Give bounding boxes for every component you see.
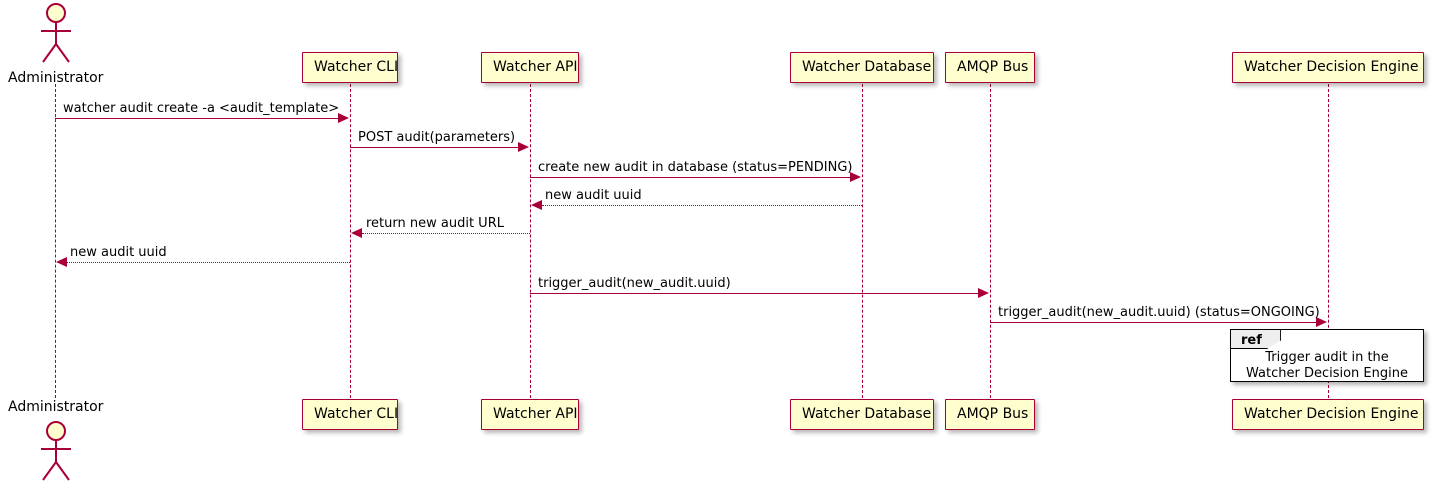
participant-amqp-bus-bottom[interactable]: AMQP Bus xyxy=(945,399,1035,430)
lifeline-amqp-bus xyxy=(990,84,991,398)
arrow-head-6 xyxy=(56,257,67,267)
lifeline-administrator xyxy=(55,84,56,398)
message-line-8 xyxy=(990,322,1317,323)
message-line-6 xyxy=(67,262,350,263)
participant-watcher-api-top[interactable]: Watcher API xyxy=(481,52,579,83)
arrow-head-1 xyxy=(338,113,349,123)
message-line-7 xyxy=(530,293,979,294)
participant-watcher-database-top[interactable]: Watcher Database xyxy=(790,52,934,83)
arrow-head-7 xyxy=(978,288,989,298)
message-label-3: create new audit in database (status=PEN… xyxy=(538,160,853,175)
message-label-7: trigger_audit(new_audit.uuid) xyxy=(538,276,731,291)
ref-fragment-body: Trigger audit in the Watcher Decision En… xyxy=(1231,350,1423,382)
ref-fragment-tag: ref xyxy=(1231,330,1281,349)
message-label-6: new audit uuid xyxy=(70,245,167,260)
participant-watcher-cli-bottom[interactable]: Watcher CLI xyxy=(302,399,398,430)
message-line-5 xyxy=(362,233,530,234)
actor-icon-administrator-top xyxy=(41,3,71,63)
participant-watcher-api-bottom[interactable]: Watcher API xyxy=(481,399,579,430)
participant-watcher-decision-engine-top[interactable]: Watcher Decision Engine xyxy=(1232,52,1424,83)
message-line-4 xyxy=(542,205,862,206)
actor-label-administrator-top: Administrator xyxy=(8,70,104,86)
arrow-head-4 xyxy=(531,200,542,210)
lifeline-watcher-cli xyxy=(350,84,351,398)
message-label-4: new audit uuid xyxy=(545,188,642,203)
message-line-3 xyxy=(530,177,851,178)
lifeline-watcher-decision-engine xyxy=(1328,84,1329,398)
message-label-1: watcher audit create -a <audit_template> xyxy=(63,101,340,116)
participant-watcher-cli-top[interactable]: Watcher CLI xyxy=(302,52,398,83)
message-label-5: return new audit URL xyxy=(366,216,504,231)
message-line-1 xyxy=(55,118,339,119)
arrow-head-5 xyxy=(351,228,362,238)
arrow-head-8 xyxy=(1316,317,1327,327)
ref-fragment-line-1: Trigger audit in the xyxy=(1265,350,1389,365)
ref-fragment[interactable]: ref Trigger audit in the Watcher Decisio… xyxy=(1230,329,1424,382)
lifeline-watcher-api xyxy=(530,84,531,398)
participant-amqp-bus-top[interactable]: AMQP Bus xyxy=(945,52,1035,83)
lifeline-watcher-database xyxy=(862,84,863,398)
arrow-head-2 xyxy=(518,142,529,152)
message-label-8: trigger_audit(new_audit.uuid) (status=ON… xyxy=(998,305,1320,320)
message-label-2: POST audit(parameters) xyxy=(358,130,516,145)
ref-fragment-line-2: Watcher Decision Engine xyxy=(1246,366,1408,381)
participant-watcher-decision-engine-bottom[interactable]: Watcher Decision Engine xyxy=(1232,399,1424,430)
message-line-2 xyxy=(350,147,519,148)
arrow-head-3 xyxy=(850,172,861,182)
participant-watcher-database-bottom[interactable]: Watcher Database xyxy=(790,399,934,430)
actor-label-administrator-bottom: Administrator xyxy=(8,399,104,415)
actor-icon-administrator-bottom xyxy=(41,421,71,481)
